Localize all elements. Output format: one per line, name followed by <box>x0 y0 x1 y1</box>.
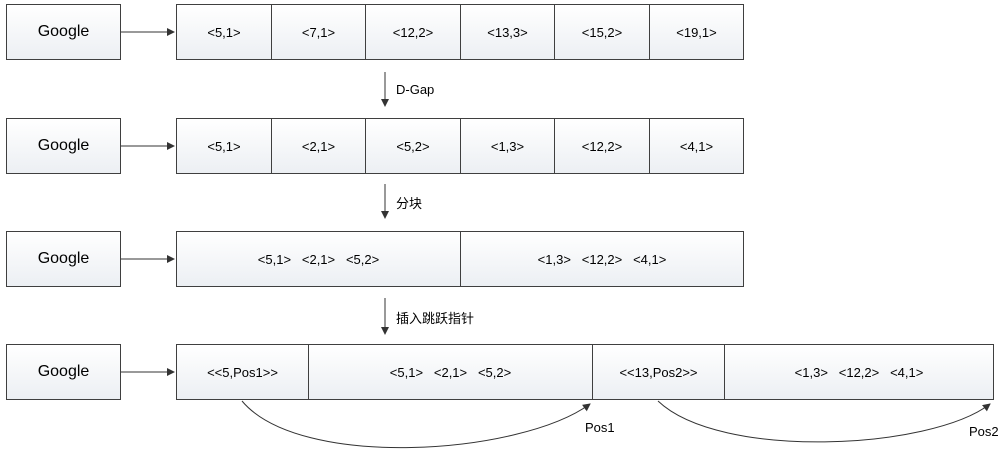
posting-cell: <1,3> <box>461 119 555 173</box>
step-label-blocking: 分块 <box>396 196 423 211</box>
posting-list-blocks: <5,1> <2,1> <5,2> <1,3> <12,2> <4,1> <box>176 231 744 287</box>
posting-cell: <12,2> <box>555 119 650 173</box>
posting-block: <1,3> <12,2> <4,1> <box>794 364 924 380</box>
posting-cell: <5,1> <box>177 5 272 59</box>
step-label-skip-pointers: 插入跳跃指针 <box>396 311 475 326</box>
skip-pointer-2-curve <box>657 400 991 443</box>
step-label-dgap: D-Gap <box>396 82 435 97</box>
posting-block: <5,1> <2,1> <5,2> <box>309 345 593 399</box>
posting-list-dgap: <5,1> <2,1> <5,2> <1,3> <12,2> <4,1> <box>176 118 744 174</box>
posting-cell: <5,1> <box>177 119 272 173</box>
pointer-label-pos1: Pos1 <box>585 420 615 435</box>
term-box: Google <box>6 344 121 400</box>
term-box: Google <box>6 231 121 287</box>
skip-pointer-cell: <<13,Pos2>> <box>593 345 725 399</box>
posting-cell: <7,1> <box>272 5 366 59</box>
posting-cell: <2,1> <box>272 119 366 173</box>
term-box: Google <box>6 118 121 174</box>
posting-cell: <4,1> <box>679 138 714 154</box>
posting-cell: <13,3> <box>461 5 555 59</box>
posting-list-original: <5,1> <7,1> <12,2> <13,3> <15,2> <19,1> <box>176 4 744 60</box>
skip-pointer-1-curve <box>241 400 591 448</box>
posting-block: <5,1> <2,1> <5,2> <box>177 232 461 286</box>
posting-cell: <19,1> <box>676 24 717 40</box>
posting-cell: <12,2> <box>366 5 461 59</box>
posting-cell: <5,2> <box>366 119 461 173</box>
term-box: Google <box>6 4 121 60</box>
skip-pointer-cell: <<5,Pos1>> <box>177 345 309 399</box>
posting-cell: <15,2> <box>555 5 650 59</box>
posting-list-with-skips: <<5,Pos1>> <5,1> <2,1> <5,2> <<13,Pos2>>… <box>176 344 994 400</box>
pointer-label-pos2: Pos2 <box>969 424 999 439</box>
posting-block: <1,3> <12,2> <4,1> <box>537 251 667 267</box>
